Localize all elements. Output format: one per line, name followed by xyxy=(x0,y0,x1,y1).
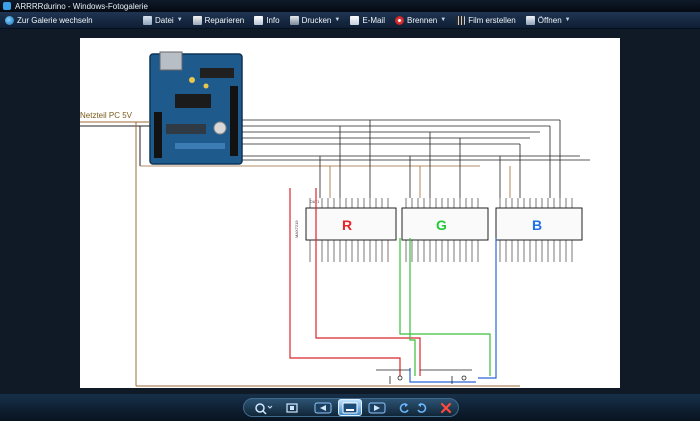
blue-wire xyxy=(478,238,497,379)
fit-button[interactable] xyxy=(284,399,300,416)
toolbar: Zur Galerie wechseln Datei ▼ Reparieren … xyxy=(0,12,700,29)
printer-icon xyxy=(289,15,299,25)
open-icon xyxy=(525,15,535,25)
back-to-gallery-button[interactable]: Zur Galerie wechseln xyxy=(0,13,138,28)
navigation-bar xyxy=(0,394,700,421)
delete-icon xyxy=(440,402,452,413)
info-label: Info xyxy=(266,15,280,25)
file-menu[interactable]: Datei ▼ xyxy=(138,13,188,28)
pin-label: OUT1 xyxy=(310,200,319,204)
rotate-left-icon xyxy=(399,402,409,413)
chip-green: G xyxy=(401,207,489,241)
back-to-gallery-label: Zur Galerie wechseln xyxy=(17,15,93,25)
chevron-down-icon: ▼ xyxy=(334,17,341,23)
red-wire xyxy=(289,188,401,376)
chip-letter: R xyxy=(342,217,352,233)
file-menu-label: Datei xyxy=(155,15,174,25)
chip-letter: G xyxy=(436,217,447,233)
power-supply-label: Netzteil PC 5V xyxy=(80,111,133,120)
chip-letter: B xyxy=(532,217,542,233)
rotate-left-button[interactable] xyxy=(396,399,412,416)
film-icon xyxy=(456,15,466,25)
burn-disc-icon xyxy=(394,15,404,25)
green-wire xyxy=(409,238,416,376)
blue-wire xyxy=(409,368,476,383)
delete-button[interactable] xyxy=(438,399,454,416)
print-menu[interactable]: Drucken ▼ xyxy=(285,13,346,28)
rotate-right-button[interactable] xyxy=(414,399,430,416)
make-movie-button[interactable]: Film erstellen xyxy=(451,13,521,28)
slideshow-icon xyxy=(342,402,358,413)
next-button[interactable] xyxy=(366,399,388,416)
transistor-group xyxy=(376,369,472,384)
chevron-down-icon: ▼ xyxy=(564,17,571,23)
info-button[interactable]: Info xyxy=(249,13,284,28)
chevron-down-icon: ▼ xyxy=(440,17,447,23)
rotate-right-icon xyxy=(417,402,427,413)
email-button[interactable]: E-Mail xyxy=(345,13,390,28)
chevron-down-icon: ▼ xyxy=(176,17,183,23)
title-bar: ARRRRdurino - Windows-Fotogalerie xyxy=(0,0,700,12)
chip-red: R MAX7219 xyxy=(294,207,397,241)
make-movie-label: Film erstellen xyxy=(468,15,516,25)
displayed-photo[interactable]: Netzteil PC 5V xyxy=(80,38,620,388)
email-icon xyxy=(350,15,360,25)
photo-gallery-app-icon xyxy=(3,2,11,10)
zoom-icon xyxy=(255,402,273,415)
open-menu[interactable]: Öffnen ▼ xyxy=(521,13,576,28)
open-menu-label: Öffnen xyxy=(537,15,562,25)
previous-button[interactable] xyxy=(312,399,334,416)
info-icon xyxy=(254,15,264,25)
signal-bus xyxy=(242,119,590,198)
arduino-board xyxy=(149,51,243,165)
print-menu-label: Drucken xyxy=(301,15,332,25)
chip-blue: B xyxy=(495,207,583,241)
repair-icon xyxy=(192,15,202,25)
fit-icon xyxy=(286,402,298,413)
schematic-image: Netzteil PC 5V xyxy=(80,51,590,387)
green-wire xyxy=(399,238,491,376)
next-icon xyxy=(368,402,386,413)
chip-caption: MAX7219 xyxy=(294,220,299,238)
repair-button[interactable]: Reparieren xyxy=(188,13,250,28)
burn-menu[interactable]: Brennen ▼ xyxy=(390,13,451,28)
previous-icon xyxy=(314,402,332,413)
file-icon xyxy=(143,15,152,25)
image-viewer: Netzteil PC 5V xyxy=(0,29,700,394)
back-arrow-icon xyxy=(5,15,14,25)
email-label: E-Mail xyxy=(362,15,385,25)
window-title: ARRRRdurino - Windows-Fotogalerie xyxy=(15,1,148,11)
burn-menu-label: Brennen xyxy=(406,15,438,25)
slideshow-button[interactable] xyxy=(338,399,362,416)
repair-label: Reparieren xyxy=(204,15,245,25)
red-wire xyxy=(315,188,421,376)
zoom-button[interactable] xyxy=(252,399,274,416)
